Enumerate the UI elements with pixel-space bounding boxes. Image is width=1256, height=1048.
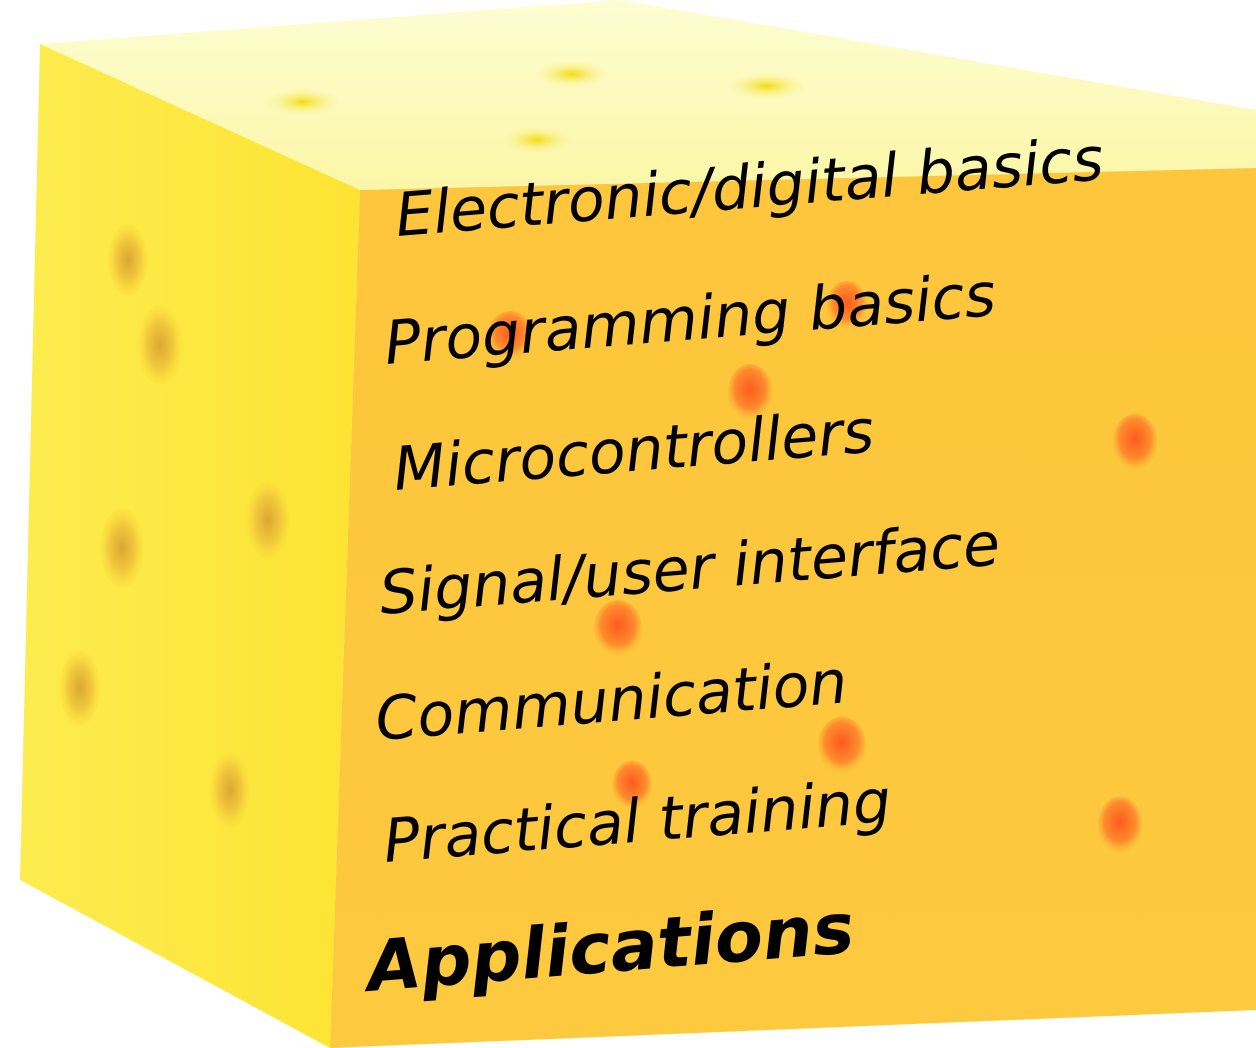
- cheese-hole-icon: [60, 224, 290, 828]
- cheese-hole-icon: [267, 61, 805, 153]
- cube-left-face: [20, 44, 360, 1048]
- cube-top-face: [40, 0, 1256, 190]
- cheese-hole-icon: [488, 281, 1157, 853]
- cube-front-face: [330, 168, 1256, 1048]
